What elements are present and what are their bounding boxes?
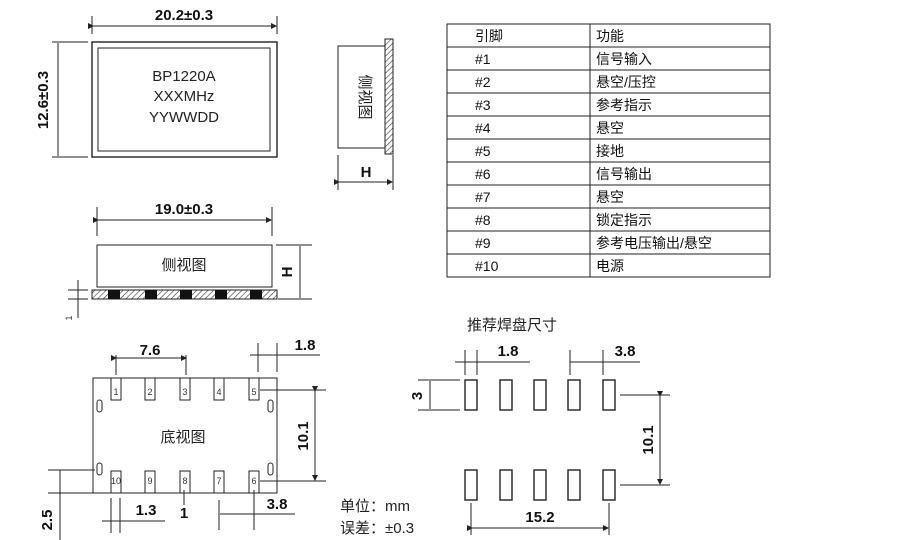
marking-line-2: XXXMHz xyxy=(154,88,215,105)
land-pad xyxy=(464,379,478,411)
land-pad xyxy=(533,379,547,411)
table-row: #8 锁定指示 xyxy=(446,207,771,232)
land-pattern-title: 推荐焊盘尺寸 xyxy=(467,316,557,334)
side-width-dim: 19.0±0.3 xyxy=(155,201,213,218)
land-pad xyxy=(499,379,513,411)
pin-cell: #8 xyxy=(475,212,491,228)
table-header: 引脚 功能 xyxy=(446,23,771,48)
marking-line-3: YYWWDD xyxy=(149,109,219,126)
table-row: #3 参考指示 xyxy=(446,92,771,117)
unit-note: 单位：mm xyxy=(340,498,410,515)
land-pattern: 推荐焊盘尺寸 1.8 3.8 3 10.1 15.2 xyxy=(409,316,670,535)
pin-number: 1 xyxy=(113,387,118,397)
pin-pad xyxy=(144,377,156,401)
pin-cell: #9 xyxy=(475,235,491,251)
pin-function-table: 引脚 功能 #1 信号输入 #2 悬空/压控 #3 参考指示 #4 悬空 #5 接地 #6 信号输出 #7 悬… xyxy=(446,23,771,278)
top-view: 20.2±0.3 12.6±0.3 BP1220A XXXMHz YYWWDD xyxy=(35,7,278,158)
pin-pad xyxy=(110,377,122,401)
pin-number: 6 xyxy=(251,476,256,486)
pitch-dim: 7.6 xyxy=(140,342,161,359)
pin-number: 10 xyxy=(111,476,121,486)
top-height-dim: 12.6±0.3 xyxy=(35,71,52,129)
pin-cell: #6 xyxy=(475,166,491,182)
pin-cell: #1 xyxy=(475,51,491,67)
pin-pad xyxy=(110,470,122,494)
row-dim: 10.1 xyxy=(295,421,312,450)
pad-dim-2: 1 xyxy=(180,505,188,522)
side-h-dim: H xyxy=(279,267,296,278)
table-row: #1 信号输入 xyxy=(446,46,771,71)
pin-number: 7 xyxy=(216,476,221,486)
bottom-view: 1 2 3 4 5 10 9 8 7 6 底视图 7.6 1.8 10.1 2.5 1.3 1 3… xyxy=(39,337,326,540)
table-row: #9 参考电压输出/悬空 xyxy=(446,230,771,255)
table-row: #7 悬空 xyxy=(446,184,771,209)
lp-pad-width-dim: 1.8 xyxy=(498,343,519,360)
land-pad xyxy=(602,469,616,501)
tolerance-note: 误差：±0.3 xyxy=(340,520,414,537)
marking-line-1: BP1220A xyxy=(152,68,215,85)
pin-cell: #10 xyxy=(475,258,499,274)
pin-pad xyxy=(179,377,191,401)
table-row: #4 悬空 xyxy=(446,115,771,140)
pin-pad xyxy=(213,470,225,494)
pin-number: 4 xyxy=(216,387,221,397)
function-cell: 参考电压输出/悬空 xyxy=(596,235,712,251)
pin-cell: #7 xyxy=(475,189,491,205)
land-pad xyxy=(499,469,513,501)
pad-width-dim: 1.8 xyxy=(295,337,316,354)
function-cell: 悬空/压控 xyxy=(596,74,656,90)
lp-row-dim: 10.1 xyxy=(640,425,657,454)
bottom-view-label: 底视图 xyxy=(160,429,205,446)
function-cell: 参考指示 xyxy=(596,97,652,113)
function-cell: 悬空 xyxy=(596,120,624,136)
side-pad-dim: 1 xyxy=(64,315,74,320)
side-view: 19.0±0.3 侧视图 H 1 xyxy=(64,201,312,321)
side-view-label: 侧视图 xyxy=(161,257,206,274)
table-row: #10 电源 xyxy=(446,253,771,278)
function-cell: 电源 xyxy=(596,258,624,274)
lp-pad-height-dim: 3 xyxy=(409,392,426,400)
top-width-dim: 20.2±0.3 xyxy=(155,7,213,24)
pin-number: 5 xyxy=(251,387,256,397)
table-row: #2 悬空/压控 xyxy=(446,69,771,94)
function-cell: 悬空 xyxy=(596,189,624,205)
table-row: #6 信号输出 xyxy=(446,161,771,186)
function-cell: 信号输出 xyxy=(596,166,652,182)
side-right-h-dim: H xyxy=(361,164,372,181)
function-cell: 功能 xyxy=(596,28,624,44)
pin-number: 9 xyxy=(147,476,152,486)
side-view-right-label: 侧视图 xyxy=(356,74,373,119)
pin-number: 3 xyxy=(182,387,187,397)
pin-cell: 引脚 xyxy=(475,28,503,44)
land-pad xyxy=(464,469,478,501)
pin-cell: #4 xyxy=(475,120,491,136)
lp-span-dim: 15.2 xyxy=(525,509,554,526)
pad-dim-1: 1.3 xyxy=(136,502,157,519)
pin-number: 8 xyxy=(182,476,187,486)
land-pad xyxy=(602,379,616,411)
pin-pad xyxy=(213,377,225,401)
pin-pad xyxy=(248,377,260,401)
land-pad xyxy=(567,469,581,501)
side-view-right: 侧视图 H xyxy=(334,38,394,190)
pin-cell: #2 xyxy=(475,74,491,90)
land-pad xyxy=(533,469,547,501)
lp-pad-gap-dim: 3.8 xyxy=(615,343,636,360)
function-cell: 信号输入 xyxy=(596,51,652,67)
table-row: #5 接地 xyxy=(446,138,771,163)
pin-cell: #5 xyxy=(475,143,491,159)
edge-dim: 2.5 xyxy=(39,510,56,531)
function-cell: 接地 xyxy=(596,143,624,159)
land-pad xyxy=(567,379,581,411)
function-cell: 锁定指示 xyxy=(596,212,652,228)
pin-cell: #3 xyxy=(475,97,491,113)
pin-pad xyxy=(144,470,156,494)
pad-dim-3: 3.8 xyxy=(267,496,288,513)
pin-number: 2 xyxy=(147,387,152,397)
